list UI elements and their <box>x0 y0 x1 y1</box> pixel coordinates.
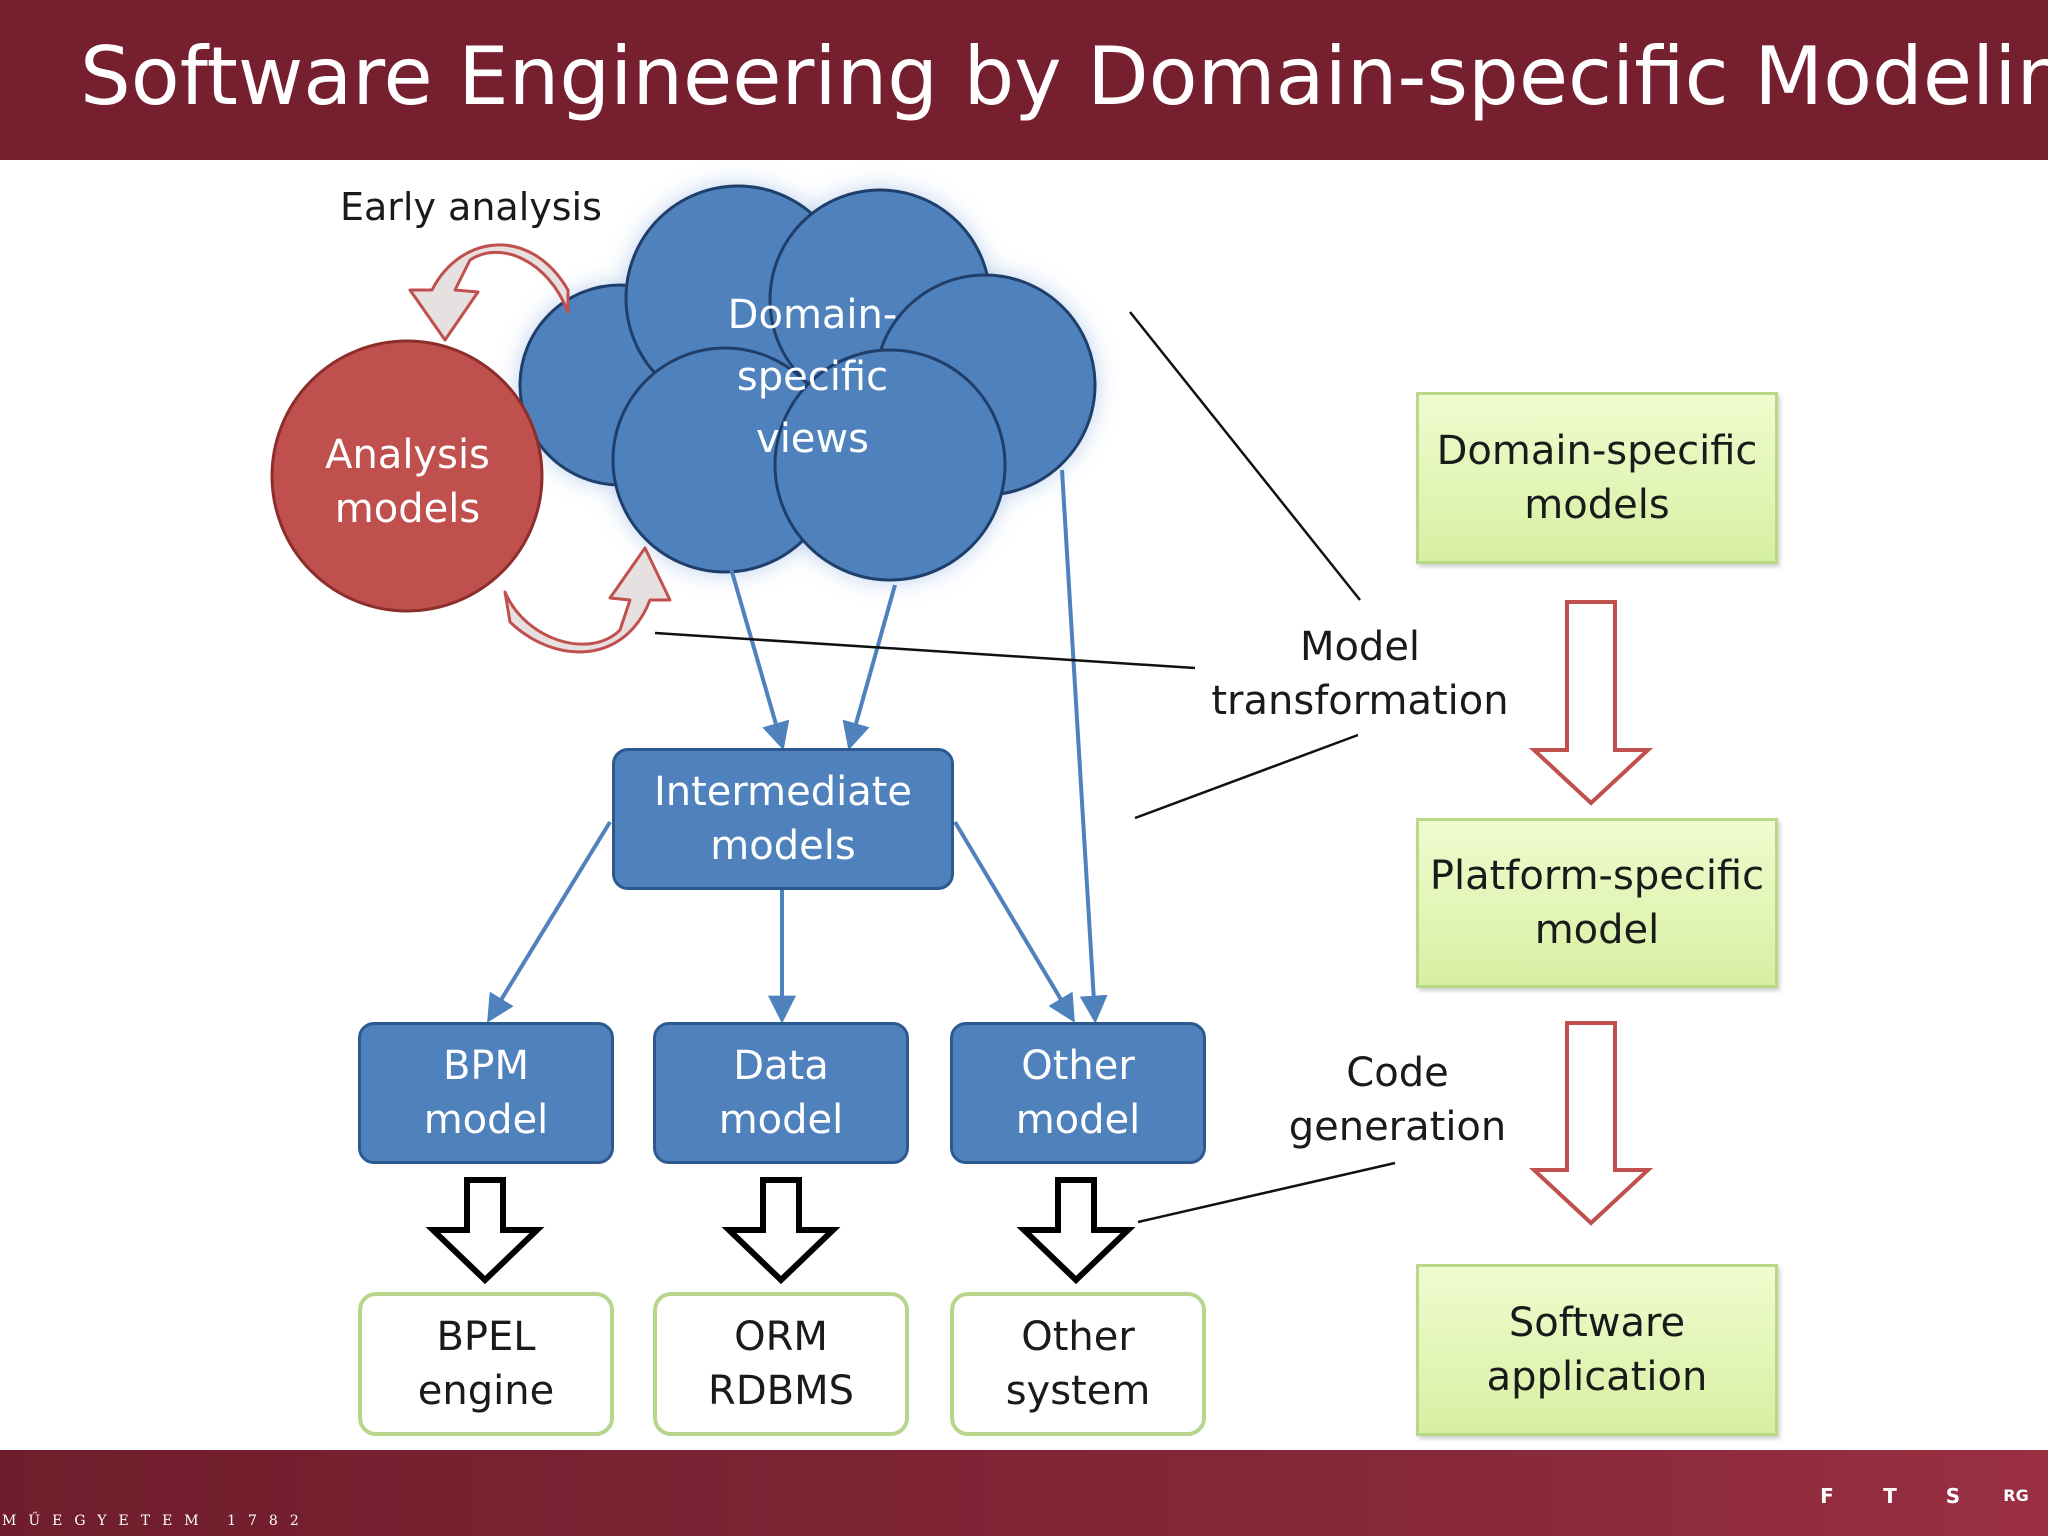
intermediate-models-box: Intermediate models <box>612 748 954 890</box>
university-caption: MŰEGYETEM 1782 <box>2 1513 311 1529</box>
model-transformation-label: Model transformation <box>1211 624 1509 724</box>
other-system-box: Other system <box>950 1292 1206 1436</box>
platform-specific-model-box: Platform-specific model <box>1416 818 1778 988</box>
badge-rg: RG <box>2003 1486 2029 1505</box>
other-model-box: Other model <box>950 1022 1206 1164</box>
flow-arrows-red <box>1528 600 1654 1226</box>
badge-f: F <box>1820 1484 1834 1508</box>
code-gen-arrows <box>425 1177 1136 1285</box>
blue-arrows <box>487 469 1108 1024</box>
early-analysis-arrow-top <box>408 243 570 342</box>
callout-lines <box>654 311 1396 1224</box>
software-application-box: Software application <box>1416 1264 1778 1436</box>
domain-views-cloud <box>518 184 1097 582</box>
early-analysis-arrow-bottom <box>503 546 672 654</box>
title-bar: Software Engineering by Domain-specific … <box>0 0 2048 160</box>
footer-bar <box>0 1450 2048 1536</box>
badge-s: S <box>1945 1484 1961 1508</box>
bpel-engine-box: BPEL engine <box>358 1292 614 1436</box>
code-generation-label: Code generation <box>1288 1050 1507 1150</box>
data-model-box: Data model <box>653 1022 909 1164</box>
bpm-model-box: BPM model <box>358 1022 614 1164</box>
domain-specific-models-box: Domain-specific models <box>1416 392 1778 564</box>
domain-views-label: Domain- specific views <box>727 292 898 462</box>
orm-rdbms-box: ORM RDBMS <box>653 1292 909 1436</box>
badge-t: T <box>1883 1484 1897 1508</box>
slide-title: Software Engineering by Domain-specific … <box>80 30 2048 123</box>
analysis-models-label: Analysis models <box>325 432 490 532</box>
analysis-models-circle <box>270 339 544 613</box>
early-analysis-label: Early analysis <box>340 185 602 229</box>
